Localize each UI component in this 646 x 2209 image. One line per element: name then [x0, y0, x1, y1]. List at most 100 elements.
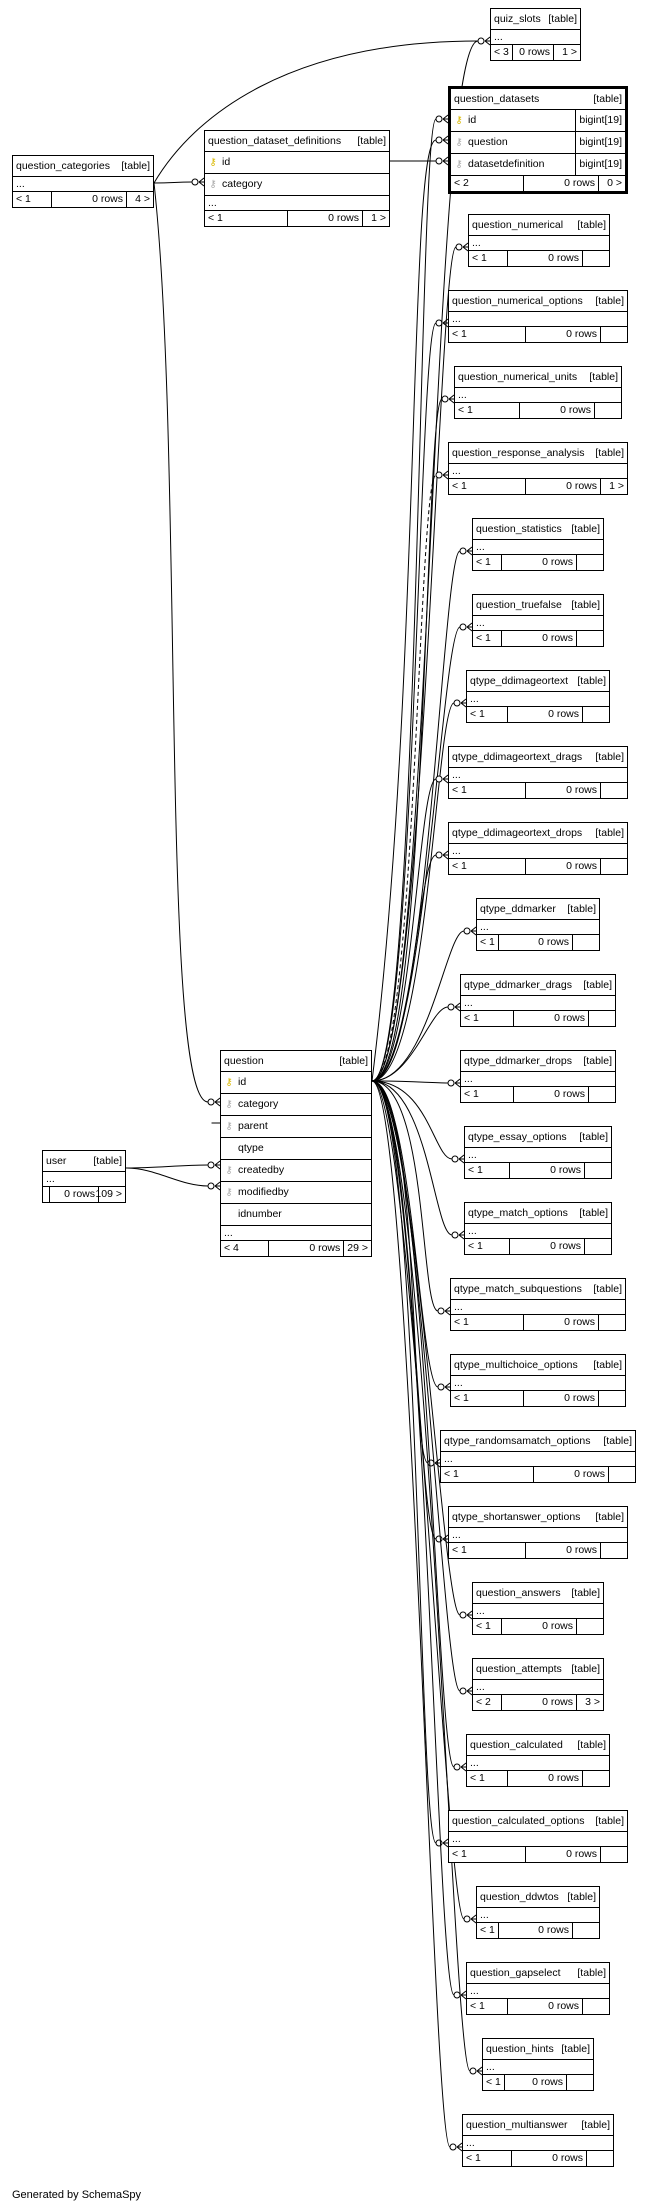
table-header[interactable]: question_ddwtos[table]	[477, 1887, 599, 1908]
table-header[interactable]: question_numerical[table]	[469, 215, 609, 236]
edge-question-to-question-truefalse	[371, 626, 461, 1082]
table-header[interactable]: qtype_essay_options[table]	[465, 1127, 611, 1148]
crowfoot-qtype-ddimageortext-drags	[435, 774, 449, 784]
table-header[interactable]: question_categories[table]	[13, 156, 153, 177]
table-header[interactable]: user[table]	[43, 1151, 125, 1172]
edge-question-to-question-datasets	[371, 118, 437, 1082]
table-header[interactable]: qtype_ddimageortext_drops[table]	[449, 823, 627, 844]
table-header[interactable]: question_multianswer[table]	[463, 2115, 613, 2136]
table-header[interactable]: question_dataset_definitions[table]	[205, 131, 389, 152]
table-header[interactable]: question_calculated[table]	[467, 1735, 609, 1756]
column-row[interactable]: ⚷modifiedby	[221, 1182, 371, 1204]
column-row[interactable]: qtype	[221, 1138, 371, 1160]
parent-count: < 1	[454, 1392, 469, 1405]
column-row[interactable]: ⚷parent	[221, 1116, 371, 1138]
table-header[interactable]: qtype_multichoice_options[table]	[451, 1355, 625, 1376]
column-row[interactable]: ⚷id	[221, 1072, 371, 1094]
table-header[interactable]: question_calculated_options[table]	[449, 1811, 627, 1832]
table-header[interactable]: qtype_match_subquestions[table]	[451, 1279, 625, 1300]
edge-question-to-question-multianswer	[371, 1080, 451, 2148]
table-header[interactable]: question[table]	[221, 1051, 371, 1072]
table-question-calculated-options[interactable]: question_calculated_options[table]...< 1…	[448, 1810, 628, 1863]
table-header[interactable]: qtype_randomsamatch_options[table]	[441, 1431, 635, 1452]
table-header[interactable]: question_attempts[table]	[473, 1659, 603, 1680]
table-header[interactable]: question_hints[table]	[483, 2039, 593, 2060]
crowfoot-question-datasets	[435, 114, 449, 124]
table-header[interactable]: qtype_ddimageortext[table]	[467, 671, 609, 692]
row-count: 0 rows	[507, 251, 583, 266]
column-row[interactable]: ⚷category	[205, 174, 389, 196]
table-header[interactable]: question_datasets[table]	[451, 89, 625, 110]
table-header[interactable]: quiz_slots[table]	[491, 9, 580, 30]
table-header[interactable]: question_truefalse[table]	[473, 595, 603, 616]
table-header[interactable]: qtype_ddmarker_drops[table]	[461, 1051, 615, 1072]
table-header[interactable]: question_numerical_options[table]	[449, 291, 627, 312]
row-count: 0 rows	[523, 1315, 599, 1330]
table-question-dataset-definitions[interactable]: question_dataset_definitions[table]⚷id⚷c…	[204, 130, 390, 227]
table-header[interactable]: question_gapselect[table]	[467, 1963, 609, 1984]
more-columns-ellipsis: ...	[483, 2060, 593, 2075]
parent-count: < 1	[452, 784, 467, 797]
more-columns-ellipsis: ...	[465, 1224, 611, 1239]
row-count: 0 rows	[497, 1923, 573, 1938]
column-row[interactable]: ⚷id	[205, 152, 389, 174]
table-header[interactable]: qtype_match_options[table]	[465, 1203, 611, 1224]
column-row[interactable]: ⚷createdby	[221, 1160, 371, 1182]
table-qtype-randomsamatch-options[interactable]: qtype_randomsamatch_options[table]...< 1…	[440, 1430, 636, 1483]
column-row[interactable]: ⚷category	[221, 1094, 371, 1116]
child-count	[583, 251, 609, 266]
table-header[interactable]: qtype_shortanswer_options[table]	[449, 1507, 627, 1528]
child-count	[585, 1163, 611, 1178]
table-header[interactable]: question_answers[table]	[473, 1583, 603, 1604]
table-header[interactable]: question_statistics[table]	[473, 519, 603, 540]
crowfoot-question-statistics	[459, 546, 473, 556]
column-row[interactable]: idnumber	[221, 1204, 371, 1226]
edge-question-to-question-response-analysis	[371, 474, 437, 1082]
column-name: question	[468, 136, 508, 149]
table-header[interactable]: qtype_ddmarker_drags[table]	[461, 975, 615, 996]
parent-count: < 1	[472, 252, 487, 265]
table-header[interactable]: question_response_analysis[table]	[449, 443, 627, 464]
table-name: question_datasets	[454, 92, 540, 105]
table-header[interactable]: qtype_ddmarker[table]	[477, 899, 599, 920]
table-header[interactable]: question_numerical_units[table]	[455, 367, 621, 388]
table-header[interactable]: qtype_ddimageortext_drags[table]	[449, 747, 627, 768]
